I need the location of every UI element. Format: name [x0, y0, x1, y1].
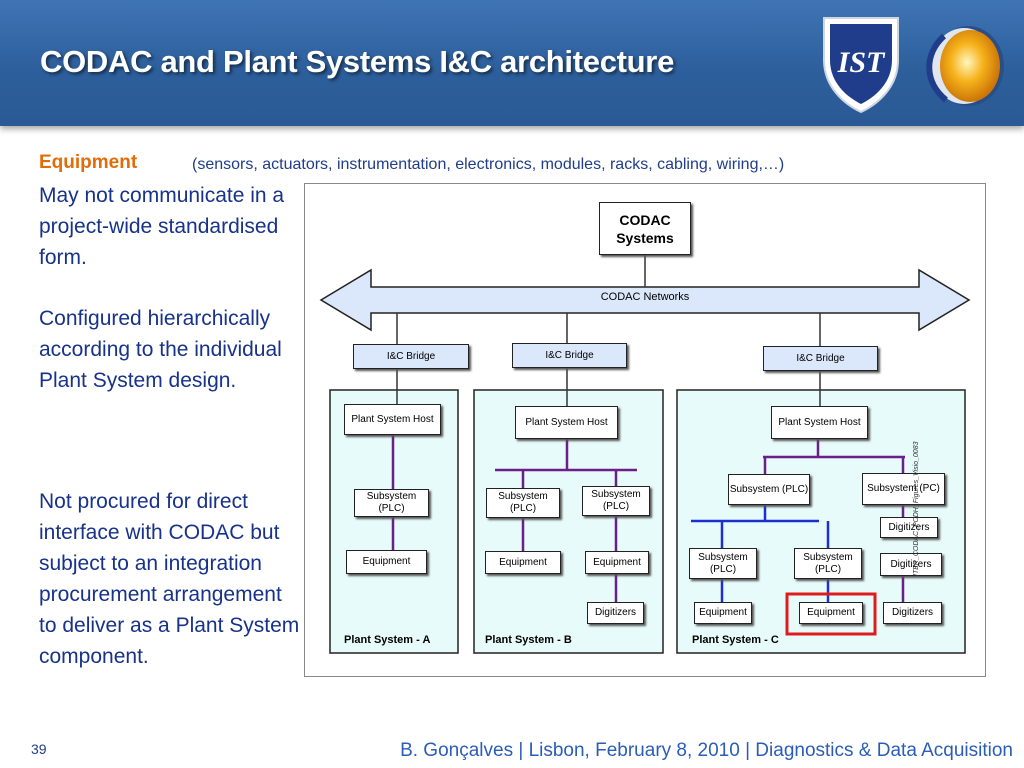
plant-system-c-label: Plant System - C [692, 634, 779, 646]
host-b: Plant System Host [515, 406, 618, 439]
host-a: Plant System Host [344, 404, 441, 435]
subsystem-plc-c2: Subsystem (PLC) [689, 548, 757, 579]
subsystem-plc-b2: Subsystem (PLC) [582, 486, 650, 516]
bridge-a: I&C Bridge [353, 344, 469, 369]
ist-logo-text: IST [837, 46, 886, 79]
equipment-highlight [785, 592, 877, 636]
plant-system-b-label: Plant System - B [485, 634, 572, 646]
bridge-c: I&C Bridge [763, 346, 878, 371]
bridge-b: I&C Bridge [512, 343, 627, 368]
page-number: 39 [31, 741, 47, 757]
equipment-b1: Equipment [485, 551, 561, 574]
digitizers-b: Digitizers [587, 602, 644, 624]
equipment-c1: Equipment [694, 602, 752, 624]
title-bar: CODAC and Plant Systems I&C architecture… [0, 0, 1024, 126]
subsystem-plc-b1: Subsystem (PLC) [486, 488, 560, 518]
host-c: Plant System Host [771, 406, 868, 439]
subsystem-plc-c3: Subsystem (PLC) [794, 548, 862, 579]
equipment-paragraph-1: May not communicate in a project-wide st… [39, 184, 285, 269]
equipment-b2: Equipment [585, 551, 649, 574]
equipment-a: Equipment [346, 550, 427, 574]
ist-logo-icon: IST [823, 17, 899, 114]
slide-footer: B. Gonçalves | Lisbon, February 8, 2010 … [400, 740, 1013, 761]
digitizers-c1: Digitizers [880, 517, 938, 538]
subsystem-plc-c1: Subsystem (PLC) [728, 474, 810, 505]
slide-title: CODAC and Plant Systems I&C architecture [40, 44, 675, 79]
subsystem-plc-a: Subsystem (PLC) [354, 489, 429, 517]
architecture-diagram: CODAC Systems CODAC Networks I&C Bridge … [304, 183, 986, 677]
digitizers-c3: Digitizers [883, 602, 942, 624]
subsystem-pc-c: Subsystem (PC) [862, 473, 945, 505]
codac-networks-label: CODAC Networks [600, 291, 690, 303]
codac-network-arrow [319, 268, 971, 332]
digitizers-c2: Digitizers [880, 553, 942, 576]
plant-system-a-label: Plant System - A [344, 634, 431, 646]
equipment-paragraph-3: Not procured for direct interface with C… [39, 490, 300, 668]
equipment-subtitle: (sensors, actuators, instrumentation, el… [192, 156, 785, 173]
equipment-c2: Equipment [799, 602, 863, 624]
equipment-heading: Equipment [39, 152, 138, 173]
ipfn-logo-icon [926, 26, 1004, 106]
figure-reference: ITER_CODAC_PCDH_Figures_Visio_0083 [913, 441, 920, 576]
codac-systems-node: CODAC Systems [599, 202, 691, 255]
equipment-paragraph-2: Configured hierarchically according to t… [39, 307, 282, 392]
